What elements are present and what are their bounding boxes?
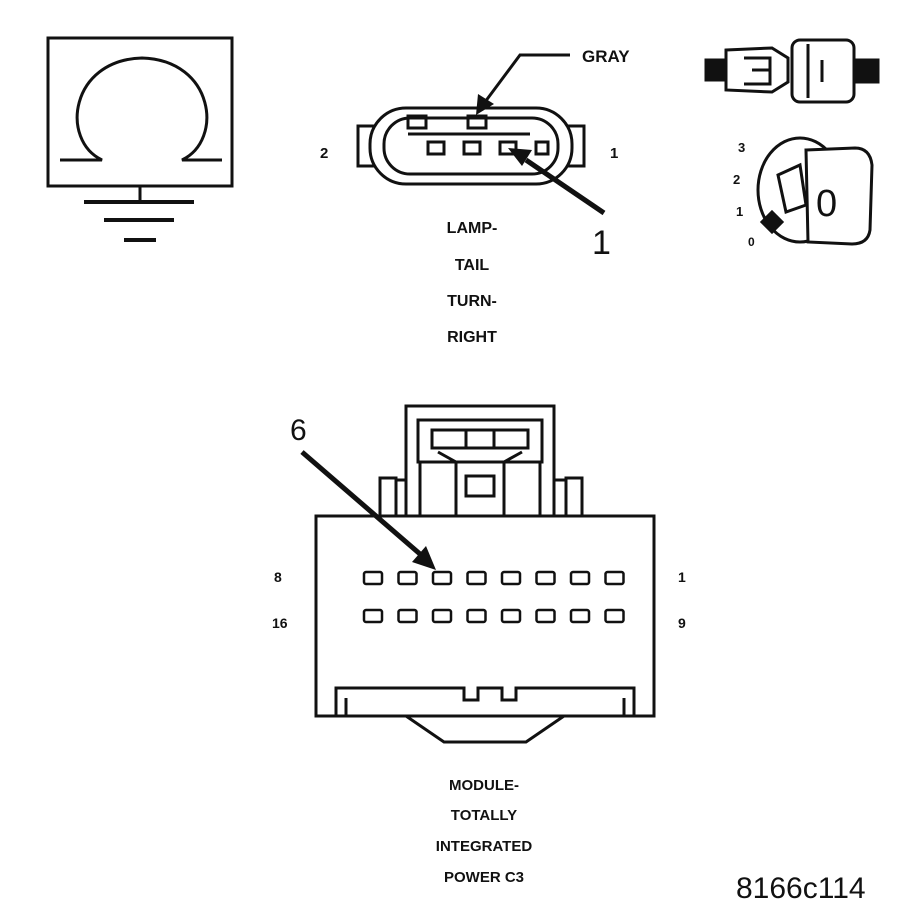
pin-cavity: [362, 570, 384, 586]
ignition-position-2: 2: [733, 172, 740, 187]
module-name-line-4: POWER C3: [444, 869, 524, 886]
row2-right-label: 9: [678, 615, 686, 631]
pin-cavity: [397, 570, 418, 586]
pin-cavity: [500, 608, 522, 624]
ignition-position-3: 3: [738, 140, 745, 155]
connector-name-line-1: LAMP-: [447, 220, 498, 237]
tail-lamp-connector-icon: [356, 106, 586, 186]
pin-cavity: [500, 570, 522, 586]
connector-plug-icon: [704, 38, 880, 104]
pin-6-callout-arrow: [300, 450, 436, 570]
pin-row-2: [362, 608, 625, 624]
ignition-position-0: 0: [748, 235, 755, 249]
ignition-position-1: 1: [736, 204, 743, 219]
pin-label-right: 1: [610, 145, 618, 162]
ohmmeter-ground-icon: [46, 36, 234, 242]
wire-color-label: GRAY: [582, 47, 630, 66]
row2-left-label: 16: [272, 615, 288, 631]
figure-id: 8166c114: [736, 872, 866, 905]
pin-cavity: [569, 608, 591, 624]
pin-callout-number-6: 6: [290, 414, 307, 447]
pin-label-left: 2: [320, 145, 328, 162]
pin-cavity: [466, 608, 487, 624]
pin-cavity: [431, 608, 453, 624]
pin-1-callout-arrow: [508, 148, 606, 216]
pin-cavity: [397, 608, 418, 624]
pin-cavity: [362, 608, 384, 624]
pin-callout-number: 1: [592, 224, 611, 262]
pin-cavity: [431, 570, 453, 586]
pin-row-1: [362, 570, 625, 586]
pin-cavity: [535, 608, 556, 624]
ignition-switch-icon: [756, 136, 874, 246]
pin-cavity: [569, 570, 591, 586]
pin-cavity: [604, 608, 625, 624]
connector-name-line-4: RIGHT: [447, 329, 497, 346]
connector-name-line-3: TURN-: [447, 293, 497, 310]
connector-name-line-2: TAIL: [455, 257, 490, 274]
module-name-line-2: TOTALLY: [451, 807, 517, 824]
gray-wire-leader: [476, 53, 570, 115]
module-name-line-3: INTEGRATED: [436, 838, 533, 855]
pin-cavity: [604, 570, 625, 586]
pin-cavity: [466, 570, 487, 586]
pin-cavity: [535, 570, 556, 586]
row1-right-label: 1: [678, 569, 686, 585]
module-name-line-1: MODULE-: [449, 777, 519, 794]
key-mark: 0: [816, 183, 837, 225]
row1-left-label: 8: [274, 569, 282, 585]
